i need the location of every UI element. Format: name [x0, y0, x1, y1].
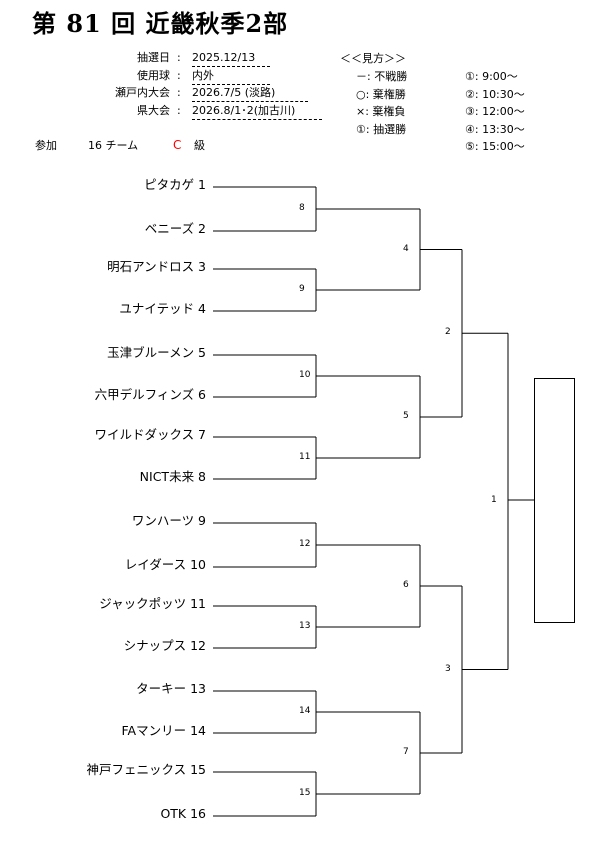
- time-slot: ④: 13:30～: [465, 122, 525, 136]
- match-number: 6: [403, 580, 409, 590]
- team-name: OTK 16: [160, 806, 206, 821]
- class-letter: C: [173, 138, 182, 152]
- legend-item: ×: 棄権負: [356, 105, 406, 118]
- info-label: 抽選日: [137, 51, 170, 64]
- match-number: 11: [299, 452, 311, 462]
- info-value: 2025.12/13: [192, 51, 270, 67]
- match-number: 13: [299, 621, 311, 631]
- legend-title: ＜＜見方＞＞: [340, 52, 406, 65]
- info-value: 内外: [192, 69, 270, 85]
- champion-box: [534, 378, 575, 623]
- legend-item: －: 不戦勝: [356, 70, 408, 83]
- page-title: 第 81 回 近畿秋季2部: [32, 9, 289, 38]
- time-slot: ①: 9:00～: [465, 70, 518, 83]
- team-name: ユナイテッド 4: [119, 301, 206, 316]
- time-slot: ③: 12:00～: [465, 105, 525, 118]
- match-number: 12: [299, 539, 311, 549]
- team-name: NICT未来 8: [139, 469, 206, 484]
- team-name: ベニーズ 2: [144, 221, 206, 236]
- info-colon: :: [177, 103, 181, 117]
- match-number: 4: [403, 243, 409, 254]
- team-name: ワイルドダックス 7: [94, 427, 206, 442]
- team-name: シナップス 12: [123, 638, 206, 653]
- team-name: 玉津ブルーメン 5: [107, 345, 206, 360]
- info-label: 瀬戸内大会: [115, 86, 170, 99]
- time-slot: ②: 10:30～: [465, 87, 525, 101]
- team-count: 16 チーム: [88, 139, 139, 152]
- team-name: 神戸フェニックス 15: [86, 762, 206, 777]
- team-name: ワンハーツ 9: [131, 513, 206, 528]
- team-name: レイダース 10: [124, 557, 206, 572]
- match-number: 9: [299, 284, 305, 294]
- team-name: ピタカゲ 1: [144, 177, 206, 192]
- info-label: 県大会: [137, 103, 170, 117]
- info-colon: :: [177, 86, 181, 99]
- match-number: 14: [299, 706, 311, 716]
- team-name: FAマンリー 14: [121, 723, 206, 738]
- info-value: 2026.7/5 (淡路): [192, 86, 308, 102]
- info-label: 使用球: [137, 68, 170, 82]
- info-colon: :: [177, 51, 181, 64]
- match-number: 7: [403, 747, 409, 757]
- match-number: 3: [445, 663, 451, 674]
- time-slot: ⑤: 15:00～: [465, 140, 525, 153]
- legend-item: ○: 棄権勝: [356, 87, 406, 101]
- match-number: 1: [491, 495, 497, 506]
- participation-label: 参加: [35, 139, 57, 152]
- team-name: ジャックポッツ 11: [99, 596, 206, 611]
- match-number: 15: [299, 788, 311, 798]
- team-name: ターキー 13: [136, 681, 206, 696]
- team-name: 明石アンドロス 3: [107, 259, 206, 274]
- match-number: 5: [403, 411, 409, 421]
- legend-item: ①: 抽選勝: [356, 122, 407, 136]
- match-number: 8: [299, 203, 305, 213]
- class-label: 級: [194, 139, 205, 152]
- team-name: 六甲デルフィンズ 6: [94, 387, 206, 402]
- match-number: 2: [445, 327, 451, 338]
- info-colon: :: [177, 68, 181, 82]
- match-number: 10: [299, 370, 311, 380]
- info-value: 2026.8/1･2(加古川): [192, 104, 322, 120]
